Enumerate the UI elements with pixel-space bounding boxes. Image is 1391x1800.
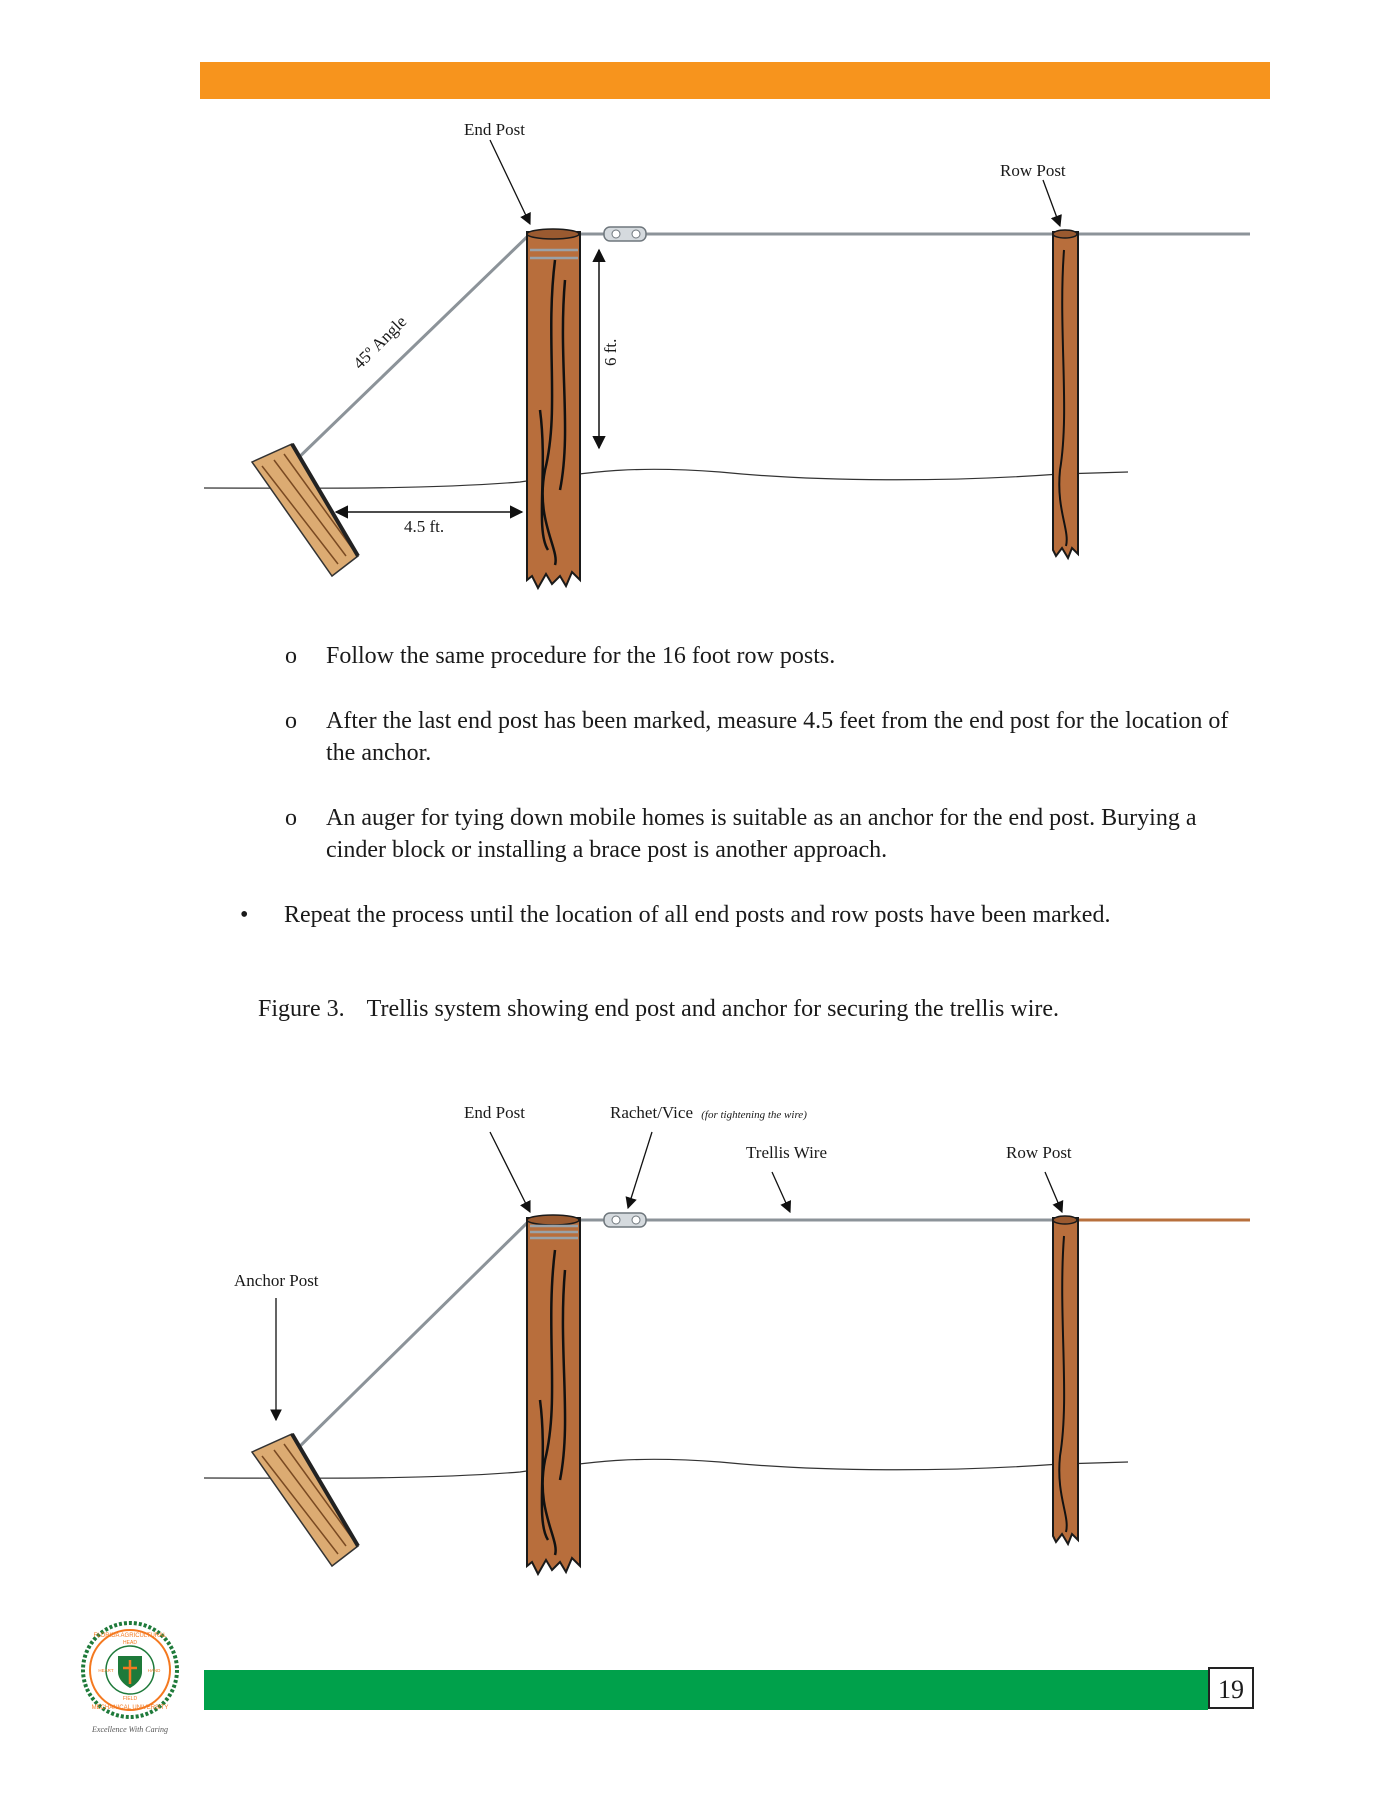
rachet-label-group: Rachet/Vice (for tightening the wire) xyxy=(610,1103,807,1122)
ground-line xyxy=(203,468,1129,489)
end-post-pointer xyxy=(489,1131,531,1214)
row-post xyxy=(1052,1215,1079,1547)
logo-top-text: FLORIDA AGRICULTURAL xyxy=(94,1633,168,1639)
angle-label: 45º Angle xyxy=(349,312,410,373)
guy-wire xyxy=(290,1218,532,1456)
header-bar xyxy=(200,62,1270,99)
bullet-marker: o xyxy=(285,708,297,734)
bullet-marker: o xyxy=(285,643,297,669)
figure-caption: Figure 3. Trellis system showing end pos… xyxy=(258,996,1059,1023)
distance-label: 4.5 ft. xyxy=(404,517,444,536)
rachet-label: Rachet/Vice xyxy=(610,1103,693,1122)
figure-number: Figure 3. xyxy=(258,996,345,1022)
rachet-icon xyxy=(603,226,647,242)
university-seal: HEAD FIELD HEART HAND FLORIDA AGRICULTUR… xyxy=(81,1621,179,1719)
trellis-wire-label: Trellis Wire xyxy=(746,1143,827,1162)
row-post xyxy=(1052,229,1079,561)
bullet-text: An auger for tying down mobile homes is … xyxy=(326,805,1197,863)
rachet-note: (for tightening the wire) xyxy=(701,1109,807,1121)
row-post-pointer xyxy=(1042,179,1062,228)
logo-head-text: HEAD xyxy=(123,1640,137,1646)
row-post-label: Row Post xyxy=(1006,1143,1072,1162)
rachet-icon xyxy=(603,1212,647,1228)
end-post-pointer xyxy=(489,139,531,226)
anchor-post xyxy=(250,442,360,578)
anchor-post xyxy=(250,1432,360,1568)
bullet-marker: • xyxy=(240,902,249,928)
bullet-text: Repeat the process until the location of… xyxy=(284,902,1111,928)
end-post-label: End Post xyxy=(464,1103,525,1122)
list-item: • Repeat the process until the location … xyxy=(240,899,1260,931)
ground-line xyxy=(203,1458,1129,1479)
row-post-label: Row Post xyxy=(1000,161,1066,180)
logo-field-text: FIELD xyxy=(123,1696,138,1702)
bullet-text: Follow the same procedure for the 16 foo… xyxy=(326,643,836,669)
list-item: o Follow the same procedure for the 16 f… xyxy=(240,640,1260,672)
bullet-text: After the last end post has been marked,… xyxy=(326,708,1229,766)
row-post-pointer xyxy=(1044,1171,1064,1214)
bullet-marker: o xyxy=(285,805,297,831)
rachet-pointer xyxy=(625,1131,653,1210)
trellis-wire-pointer xyxy=(771,1171,792,1214)
figure-top-diagram: End Post Row Post 45º Angle 6 ft. 4.5 ft… xyxy=(203,120,1250,591)
end-post-label: End Post xyxy=(464,120,525,139)
list-item: o After the last end post has been marke… xyxy=(240,705,1260,769)
end-post xyxy=(526,1214,581,1577)
end-post xyxy=(526,228,581,591)
figure-caption-text: Trellis system showing end post and anch… xyxy=(366,996,1060,1022)
logo-hand-text: HAND xyxy=(148,1668,162,1673)
list-item: o An auger for tying down mobile homes i… xyxy=(240,802,1260,866)
anchor-post-label: Anchor Post xyxy=(234,1271,319,1290)
logo-tagline: Excellence With Caring xyxy=(92,1725,168,1734)
figure-bottom-diagram: End Post Rachet/Vice (for tightening the… xyxy=(203,1103,1250,1577)
guy-wire xyxy=(290,232,532,466)
footer-bar xyxy=(204,1670,1208,1710)
page-number: 19 xyxy=(1208,1667,1254,1709)
bullet-list: o Follow the same procedure for the 16 f… xyxy=(240,640,1260,964)
logo-heart-text: HEART xyxy=(98,1668,113,1673)
height-label: 6 ft. xyxy=(601,339,620,366)
logo-bottom-text: MECHANICAL UNIVERSITY xyxy=(92,1705,169,1711)
